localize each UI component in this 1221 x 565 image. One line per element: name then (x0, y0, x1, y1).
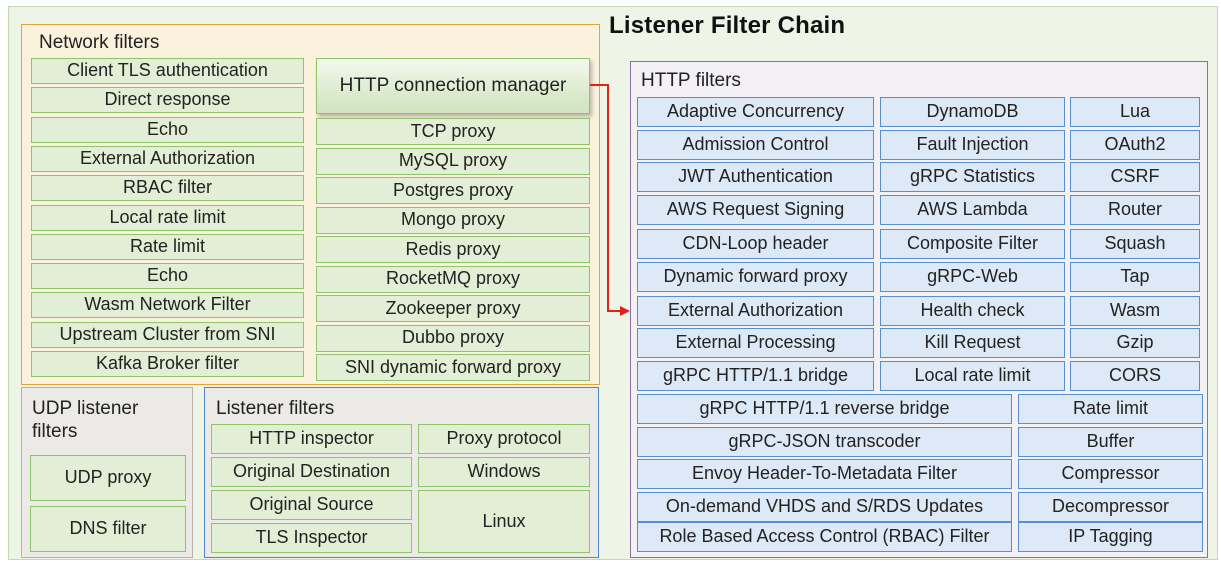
router-filter: Router (1070, 195, 1200, 225)
external-authorization-filter: External Authorization (31, 145, 304, 172)
admission-control-filter: Admission Control (637, 130, 874, 160)
wasm-filter: Wasm (1070, 296, 1200, 326)
cdn-loop-header-filter: CDN-Loop header (637, 229, 874, 259)
aws-request-signing-filter: AWS Request Signing (637, 195, 874, 225)
redis-proxy-filter: Redis proxy (316, 236, 590, 263)
listener-filters-title: Listener filters (216, 398, 335, 419)
tap-filter: Tap (1070, 262, 1200, 292)
linux-filter: Linux (418, 490, 590, 553)
http-filters-title: HTTP filters (641, 70, 741, 91)
fault-injection-filter: Fault Injection (880, 130, 1065, 160)
jwt-authentication-filter: JWT Authentication (637, 162, 874, 192)
cors-filter: CORS (1070, 361, 1200, 391)
client-tls-authentication-filter: Client TLS authentication (31, 58, 304, 84)
grpc-http-1-1-bridge-filter: gRPC HTTP/1.1 bridge (637, 361, 874, 391)
ip-tagging-filter: IP Tagging (1018, 522, 1203, 552)
compressor-filter: Compressor (1018, 459, 1203, 489)
dns-filter-filter: DNS filter (30, 506, 186, 552)
echo-filter: Echo (31, 263, 304, 290)
proxy-protocol-filter: Proxy protocol (418, 424, 590, 454)
aws-lambda-filter: AWS Lambda (880, 195, 1065, 225)
local-rate-limit-filter: Local rate limit (31, 204, 304, 231)
mongo-proxy-filter: Mongo proxy (316, 206, 590, 234)
tcp-proxy-filter: TCP proxy (316, 118, 590, 145)
decompressor-filter: Decompressor (1018, 492, 1203, 522)
udp-listener-filters-title: UDP listener filters (32, 398, 139, 442)
diagram-title: Listener Filter Chain (609, 12, 846, 39)
squash-filter: Squash (1070, 229, 1200, 259)
external-authorization-filter: External Authorization (637, 296, 874, 326)
http-inspector-filter: HTTP inspector (211, 424, 412, 454)
http-connection-manager: HTTP connection manager (316, 58, 590, 114)
direct-response-filter: Direct response (31, 87, 304, 114)
local-rate-limit-filter: Local rate limit (880, 361, 1065, 391)
windows-filter: Windows (418, 457, 590, 487)
health-check-filter: Health check (880, 296, 1065, 326)
sni-dynamic-forward-proxy-filter: SNI dynamic forward proxy (316, 354, 590, 381)
gzip-filter: Gzip (1070, 328, 1200, 358)
original-destination-filter: Original Destination (211, 457, 412, 487)
rate-limit-filter: Rate limit (1018, 394, 1203, 424)
lua-filter: Lua (1070, 97, 1200, 127)
external-processing-filter: External Processing (637, 328, 874, 358)
zookeeper-proxy-filter: Zookeeper proxy (316, 295, 590, 322)
envoy-header-to-metadata-filter-filter: Envoy Header-To-Metadata Filter (637, 459, 1012, 489)
postgres-proxy-filter: Postgres proxy (316, 177, 590, 204)
wasm-network-filter-filter: Wasm Network Filter (31, 292, 304, 319)
adaptive-concurrency-filter: Adaptive Concurrency (637, 97, 874, 127)
oauth2-filter: OAuth2 (1070, 130, 1200, 160)
rocketmq-proxy-filter: RocketMQ proxy (316, 265, 590, 293)
tls-inspector-filter: TLS Inspector (211, 523, 412, 553)
upstream-cluster-from-sni-filter: Upstream Cluster from SNI (31, 321, 304, 348)
original-source-filter: Original Source (211, 490, 412, 520)
on-demand-vhds-and-s-rds-updates-filter: On-demand VHDS and S/RDS Updates (637, 492, 1012, 522)
dynamodb-filter: DynamoDB (880, 97, 1065, 127)
grpc-http-1-1-reverse-bridge-filter: gRPC HTTP/1.1 reverse bridge (637, 394, 1012, 424)
mysql-proxy-filter: MySQL proxy (316, 147, 590, 175)
rate-limit-filter: Rate limit (31, 233, 304, 260)
grpc-statistics-filter: gRPC Statistics (880, 162, 1065, 192)
grpc-web-filter: gRPC-Web (880, 262, 1065, 292)
kafka-broker-filter-filter: Kafka Broker filter (31, 351, 304, 377)
composite-filter-filter: Composite Filter (880, 229, 1065, 259)
buffer-filter: Buffer (1018, 427, 1203, 457)
kill-request-filter: Kill Request (880, 328, 1065, 358)
echo-filter: Echo (31, 116, 304, 143)
dynamic-forward-proxy-filter: Dynamic forward proxy (637, 262, 874, 292)
rbac-filter-filter: RBAC filter (31, 175, 304, 202)
grpc-json-transcoder-filter: gRPC-JSON transcoder (637, 427, 1012, 457)
network-filters-title: Network filters (39, 32, 160, 53)
role-based-access-control-rbac-filter-filter: Role Based Access Control (RBAC) Filter (637, 522, 1012, 552)
csrf-filter: CSRF (1070, 162, 1200, 192)
dubbo-proxy-filter: Dubbo proxy (316, 324, 590, 352)
udp-proxy-filter: UDP proxy (30, 455, 186, 501)
